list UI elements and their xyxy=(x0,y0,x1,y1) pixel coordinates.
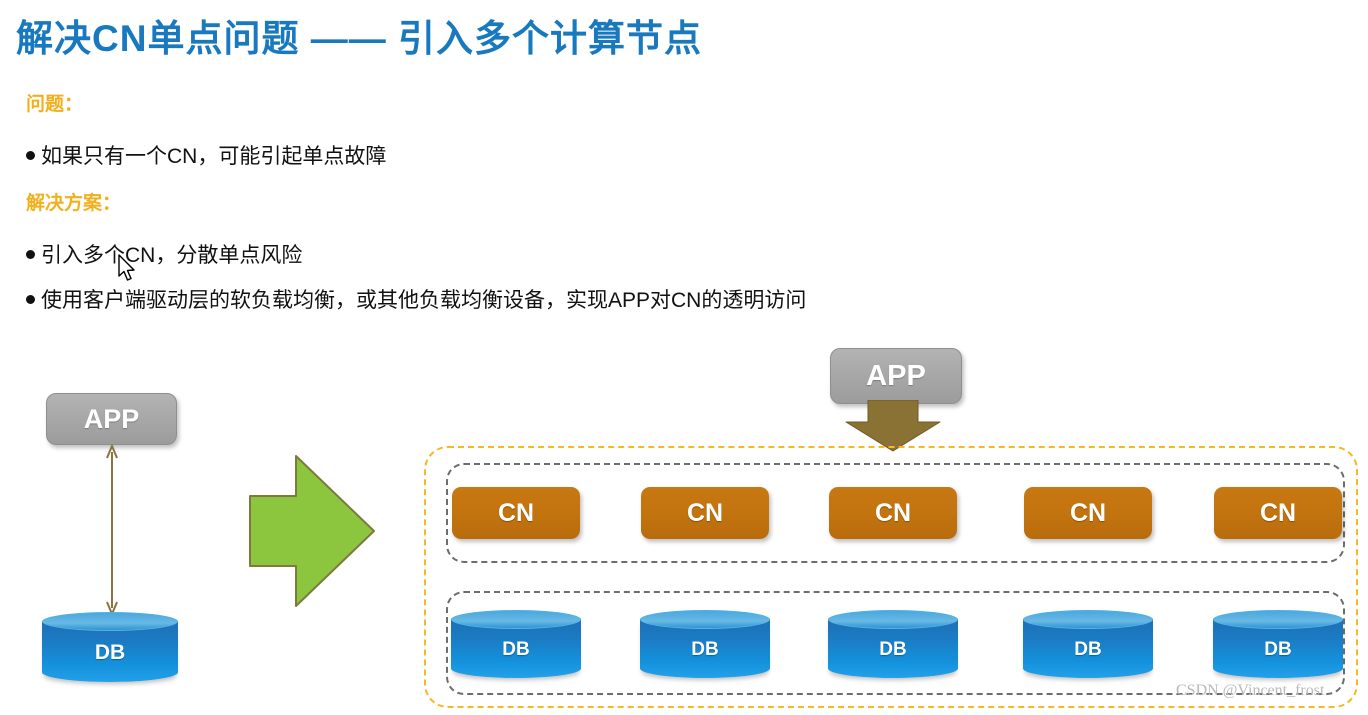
db-cylinder-top xyxy=(828,610,958,629)
list-item-text: 引入多个CN，分散单点风险 xyxy=(41,244,303,267)
cn-node: CN xyxy=(1024,487,1152,539)
db-node: DB xyxy=(1023,610,1153,684)
cn-node: CN xyxy=(452,487,580,539)
db-node-label: DB xyxy=(502,639,530,660)
cn-node: CN xyxy=(641,487,769,539)
db-node-label: DB xyxy=(691,639,719,660)
list-item: 引入多个CN，分散单点风险 xyxy=(26,239,302,269)
list-item-text: 使用客户端驱动层的软负载均衡，或其他负载均衡设备，实现APP对CN的透明访问 xyxy=(41,289,807,312)
db-node-label: DB xyxy=(94,641,126,664)
bullet-dot-icon xyxy=(26,294,35,304)
db-cylinder-body xyxy=(42,621,178,682)
solution-section-label: 解决方案： xyxy=(26,193,122,214)
db-cylinder-top xyxy=(42,612,178,631)
db-layer-container xyxy=(446,591,1345,695)
db-cylinder-top xyxy=(640,610,770,629)
db-node: DB xyxy=(640,610,770,684)
db-cylinder-top xyxy=(1023,610,1153,629)
page-title: 解决CN单点问题 —— 引入多个计算节点 xyxy=(16,18,702,59)
app-node-right: APP xyxy=(830,348,962,404)
app-node-left: APP xyxy=(46,393,177,445)
db-cylinder-top xyxy=(1213,610,1343,629)
db-node: DB xyxy=(451,610,581,684)
cn-layer-container xyxy=(446,463,1345,563)
cn-node: CN xyxy=(1214,487,1342,539)
cluster-outer-container xyxy=(424,446,1358,708)
db-node-label: DB xyxy=(1074,639,1102,660)
bidirectional-arrow-icon xyxy=(106,443,118,617)
watermark: CSDN @Vincent_frost xyxy=(1176,682,1325,699)
list-item-text: 如果只有一个CN，可能引起单点故障 xyxy=(41,145,387,168)
db-node-label: DB xyxy=(1264,639,1292,660)
bullet-dot-icon xyxy=(26,150,35,160)
cn-node: CN xyxy=(829,487,957,539)
db-node-left: DB xyxy=(42,612,178,688)
db-cylinder-top xyxy=(451,610,581,629)
problem-section-label: 问题： xyxy=(26,94,84,115)
db-node: DB xyxy=(828,610,958,684)
list-item: 如果只有一个CN，可能引起单点故障 xyxy=(26,140,386,170)
green-right-arrow-icon xyxy=(248,452,376,610)
db-node: DB xyxy=(1213,610,1343,684)
list-item: 使用客户端驱动层的软负载均衡，或其他负载均衡设备，实现APP对CN的透明访问 xyxy=(26,284,806,314)
brown-down-arrow-icon xyxy=(843,399,943,452)
bullet-dot-icon xyxy=(26,249,35,259)
db-node-label: DB xyxy=(879,639,907,660)
